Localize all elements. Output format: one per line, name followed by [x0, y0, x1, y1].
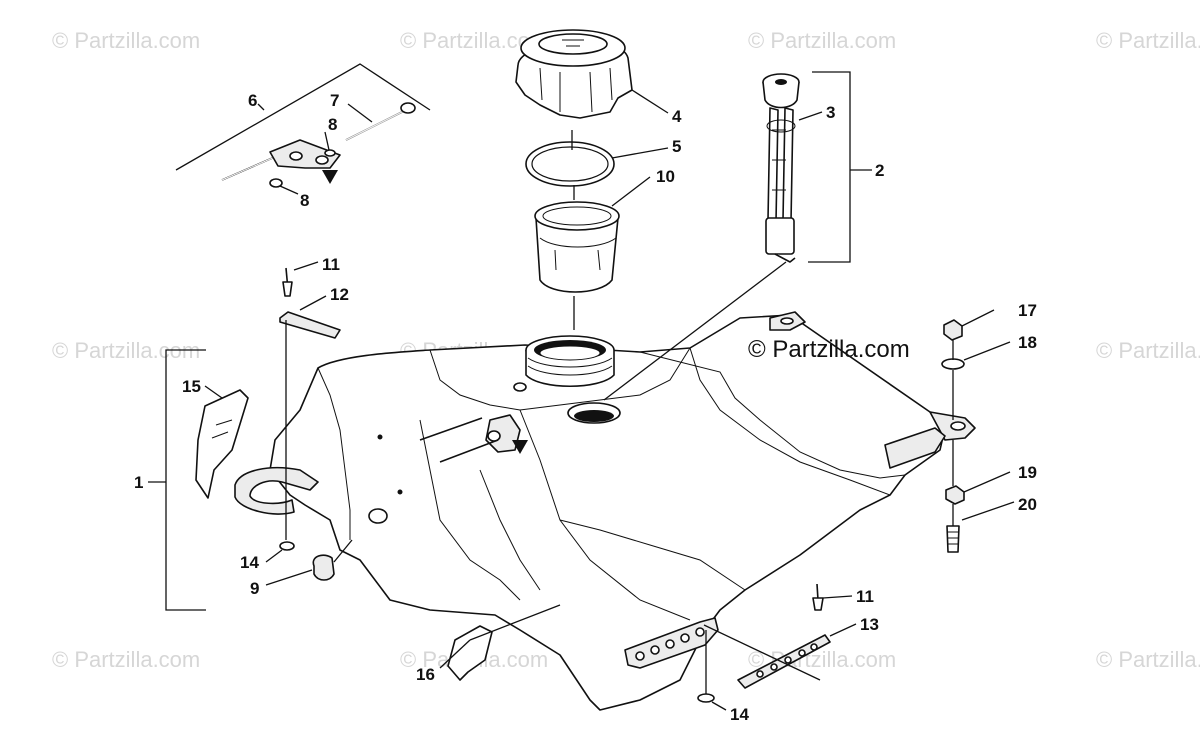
callout-16: 16	[416, 665, 435, 684]
watermark: © Partzilla.com	[748, 28, 897, 53]
tank-rubber-mount-left[interactable]	[234, 466, 335, 581]
callout-14-left: 14	[240, 553, 259, 572]
callout-2: 2	[875, 161, 884, 180]
filler-cap[interactable]	[515, 29, 633, 119]
callout-20: 20	[1018, 495, 1037, 514]
callout-13: 13	[860, 615, 879, 634]
heat-shield-lower[interactable]	[447, 625, 493, 681]
tank-strap-left[interactable]	[279, 267, 341, 339]
watermark: © Partzilla.com	[1096, 338, 1200, 363]
callout-19: 19	[1018, 463, 1037, 482]
callout-17: 17	[1018, 301, 1037, 320]
copyright-notice: © Partzilla.com	[748, 336, 910, 363]
callout-10: 10	[656, 167, 675, 186]
leader-lines	[148, 63, 1015, 711]
callout-11-right: 11	[856, 587, 874, 606]
callout-9: 9	[250, 579, 259, 598]
watermark: © Partzilla.com	[1096, 28, 1200, 53]
callout-1: 1	[134, 473, 143, 492]
callout-labels: 1 2 3 4 5 6 7 8 8 9 10 11 11 12 13 14 14…	[134, 91, 1037, 724]
callout-3: 3	[826, 103, 835, 122]
watermark: © Partzilla.com	[52, 28, 201, 53]
callout-8-lower: 8	[300, 191, 309, 210]
callout-6: 6	[248, 91, 257, 110]
callout-7: 7	[330, 91, 339, 110]
filler-gasket[interactable]	[525, 141, 615, 187]
tank-mount-bolts[interactable]	[419, 417, 528, 463]
filler-neck-insert[interactable]	[534, 201, 620, 293]
callout-18: 18	[1018, 333, 1037, 352]
rubber-washer-lower[interactable]	[697, 693, 715, 703]
watermark: © Partzilla.com	[1096, 647, 1200, 672]
rear-mount-hardware[interactable]	[941, 319, 965, 553]
callout-5: 5	[672, 137, 681, 156]
fuel-gauge-sender[interactable]	[762, 73, 800, 263]
fuel-tank[interactable]	[269, 311, 976, 711]
watermark: © Partzilla.com	[52, 647, 201, 672]
callout-4: 4	[672, 107, 682, 126]
tank-strap-right[interactable]	[737, 583, 831, 689]
callout-12: 12	[330, 285, 349, 304]
callout-15: 15	[182, 377, 201, 396]
callout-11-left: 11	[322, 255, 340, 274]
callout-8-upper: 8	[328, 115, 337, 134]
tank-bracket-bolt-assembly[interactable]	[221, 102, 416, 188]
callout-14-right: 14	[730, 705, 749, 724]
heat-shield-left[interactable]	[195, 389, 249, 499]
